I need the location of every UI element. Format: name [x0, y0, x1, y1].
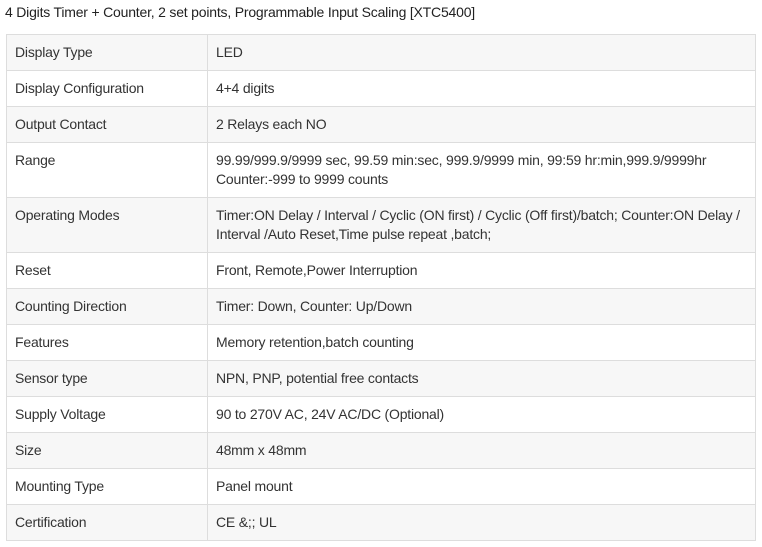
spec-value: Timer:ON Delay / Interval / Cyclic (ON f… [207, 197, 756, 253]
spec-value: CE &;; UL [207, 504, 756, 541]
spec-value: 2 Relays each NO [207, 106, 756, 143]
spec-value: 48mm x 48mm [207, 432, 756, 469]
spec-label: Reset [6, 252, 208, 289]
spec-value: NPN, PNP, potential free contacts [207, 360, 756, 397]
spec-label: Range [6, 142, 208, 198]
spec-label: Display Configuration [6, 70, 208, 107]
spec-label: Operating Modes [6, 197, 208, 253]
spec-label: Display Type [6, 34, 208, 71]
spec-value: LED [207, 34, 756, 71]
spec-label: Supply Voltage [6, 396, 208, 433]
spec-label: Size [6, 432, 208, 469]
spec-value: Memory retention,batch counting [207, 324, 756, 361]
spec-value: 90 to 270V AC, 24V AC/DC (Optional) [207, 396, 756, 433]
spec-label: Certification [6, 504, 208, 541]
spec-label: Mounting Type [6, 468, 208, 505]
product-title: 4 Digits Timer + Counter, 2 set points, … [5, 4, 475, 20]
spec-label: Features [6, 324, 208, 361]
spec-value: Panel mount [207, 468, 756, 505]
spec-label: Counting Direction [6, 288, 208, 325]
spec-value: Front, Remote,Power Interruption [207, 252, 756, 289]
spec-value: Timer: Down, Counter: Up/Down [207, 288, 756, 325]
spec-label: Sensor type [6, 360, 208, 397]
spec-value: 4+4 digits [207, 70, 756, 107]
spec-value: 99.99/999.9/9999 sec, 99.59 min:sec, 999… [207, 142, 756, 198]
spec-label: Output Contact [6, 106, 208, 143]
